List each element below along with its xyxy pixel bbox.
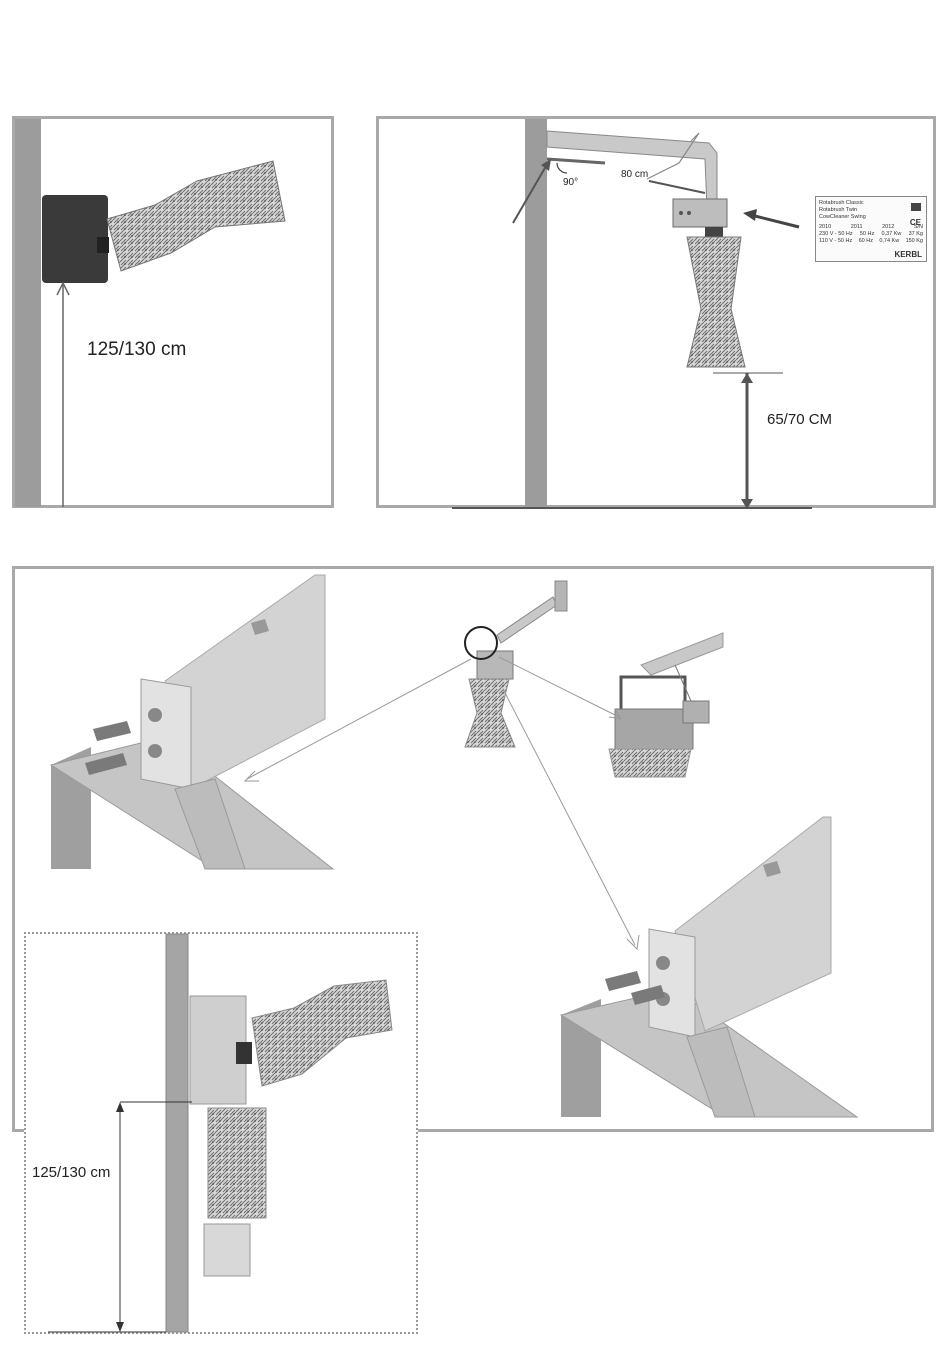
motor-coupling <box>705 227 723 237</box>
plate-year: 2010 <box>819 224 831 231</box>
plate-rating: 110 V - 50 Hz <box>819 238 852 245</box>
detail-bracket-left <box>51 575 333 869</box>
overview-brush <box>465 679 515 747</box>
floor-clearance-label: 65/70 CM <box>767 411 832 428</box>
detail-brush-top <box>609 749 691 777</box>
detail-bracket-right <box>561 817 857 1117</box>
plate-rating: 150 Kg <box>906 238 923 245</box>
arrow-up-icon <box>741 373 753 383</box>
pointer-arrow-center <box>649 181 705 193</box>
bolt-hole-icon <box>148 744 162 758</box>
angle-label: 90° <box>563 177 578 188</box>
brush-roller <box>687 237 745 367</box>
plate-product: Rotabrush Twin <box>819 207 923 214</box>
bolt-hole-icon <box>148 708 162 722</box>
wall-post <box>166 934 188 1332</box>
plate-rating: 50 Hz <box>860 231 874 238</box>
lower-brush-roller <box>208 1108 266 1218</box>
bolt <box>93 721 131 741</box>
bolt-hole-icon <box>656 956 670 970</box>
plate-rating: 37 Kg <box>909 231 923 238</box>
motor-bolt-icon <box>687 211 691 215</box>
length-label: 80 cm <box>621 169 648 180</box>
panel-front-view-swing-arm: 90° 80 cm 65/70 CM <box>376 116 936 508</box>
motor-shaft <box>97 237 109 253</box>
pointer-arrow-right <box>751 215 799 227</box>
arm-beam <box>675 817 831 1031</box>
plate-logo-icon <box>911 203 921 211</box>
ce-mark-icon: CE <box>910 219 921 226</box>
motor-shaft <box>236 1042 252 1064</box>
detail-motor-unit <box>609 633 723 777</box>
upper-brush-roller <box>252 980 392 1086</box>
leader-arrow-right <box>499 657 619 717</box>
brush-roller <box>107 161 285 271</box>
motor-bolt-icon <box>679 211 683 215</box>
angle-arc <box>557 163 567 173</box>
plate-year: 2011 <box>851 224 863 231</box>
plate-brand: KERBL <box>894 251 922 258</box>
height-label: 125/130 cm <box>32 1164 110 1181</box>
diagram-side-view <box>15 119 337 511</box>
detail-motor <box>615 709 693 749</box>
mount-plate <box>649 929 695 1037</box>
plate-rating: 60 Hz <box>859 238 873 245</box>
overview-motor <box>477 651 513 679</box>
lower-motor-housing <box>204 1224 250 1276</box>
overview-assembly <box>465 581 567 747</box>
overview-arm <box>497 597 557 643</box>
mount-plate <box>141 679 191 789</box>
overview-wall-bracket <box>555 581 567 611</box>
wall-post <box>525 119 547 507</box>
arrow-down-icon <box>116 1322 124 1332</box>
panel-side-view-wall-mount: 125/130 cm <box>12 116 334 508</box>
wall-post <box>15 119 41 507</box>
detail-arm <box>641 633 723 675</box>
panel-wall-mount-twin: 125/130 cm <box>24 932 418 1334</box>
arrow-up-icon <box>116 1102 124 1112</box>
type-plate: Rotabrush Classic Rotabrush Twin CowClea… <box>815 196 927 262</box>
floor-line <box>452 507 812 509</box>
plate-year: 2012 <box>882 224 894 231</box>
bolt <box>605 971 641 991</box>
height-label: 125/130 cm <box>87 339 186 361</box>
detail-cable <box>675 665 691 701</box>
arm-bracket <box>547 159 605 163</box>
plate-rating: 0,37 Kw <box>881 231 901 238</box>
plate-product: Rotabrush Classic <box>819 200 923 207</box>
plate-product: CowCleaner Swing <box>819 214 923 221</box>
plate-rating: 0,74 Kw <box>879 238 899 245</box>
detail-junction-box <box>683 701 709 723</box>
arrow-head-icon <box>743 209 757 221</box>
diagram-front-view <box>379 119 939 511</box>
plate-rating: 230 V - 50 Hz <box>819 231 853 238</box>
diagram-wall-mount-twin <box>26 934 420 1336</box>
